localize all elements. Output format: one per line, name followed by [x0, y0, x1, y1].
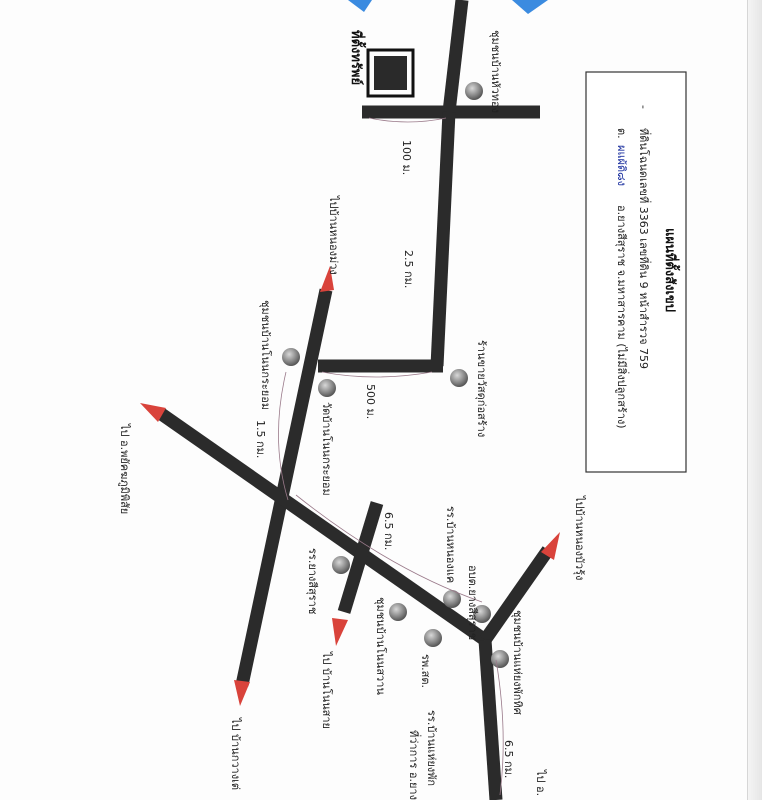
road-secondary-vertical [235, 288, 333, 687]
road-short-branch [337, 501, 384, 614]
label-subdistrict-admin: รร.บ้านแห่ยงพัก [425, 710, 438, 786]
dest-right-bottom: ไป อ. [534, 769, 547, 796]
landmark-community-right [491, 650, 509, 668]
info-line2-suffix: อ.ยางสีสุราช จ.มหาสารคาม (ไม่มีสิ่งปลูกส… [615, 205, 630, 429]
arrow-bottom-left-road [234, 680, 250, 706]
dest-bottom-left: ไป บ้านกวางเต่ [229, 717, 242, 790]
distance-25km: 2.5 กม. [402, 250, 415, 288]
label-school3: รร.ยางสีสุราช [306, 548, 319, 614]
landmark-school [443, 590, 461, 608]
bracket-100m [368, 117, 447, 123]
property-marker [366, 48, 415, 98]
landmark-community-mid [282, 348, 300, 366]
page-edge [747, 0, 762, 800]
dest-left: ไป อ.พยัคฆภูมิพิสัย [118, 423, 131, 514]
distance-500m: 500 ม. [364, 384, 377, 419]
bracket-65km-a [295, 494, 483, 603]
road-top-vertical [442, 0, 469, 113]
landmark-shop [450, 369, 468, 387]
label-office: อบต.ยางสีสุราช [466, 565, 479, 640]
bracket-500m [321, 371, 433, 378]
landmark-office [473, 605, 491, 623]
label-town-office: ที่ว่าการ อ.ยางสีสุราช [407, 730, 422, 800]
info-box [585, 71, 687, 473]
bracket-15km [278, 371, 289, 501]
label-village-community: ชุมชนบ้านโนนสวาน [374, 597, 388, 695]
road-right-down [478, 639, 503, 800]
arrow-top-road [320, 266, 334, 292]
label-hospital: รพ.สต. [419, 654, 432, 688]
label-community-top: ชุมชนบ้านหัวทอง [489, 30, 502, 113]
distance-65km-a: 6.5 กม. [382, 512, 395, 550]
road-diagonal-main [156, 407, 489, 646]
landmark-village-community [332, 556, 350, 574]
info-line1: ที่ดินโฉนดเลขที่ 3363 เลขที่ดิน 9 หน้าสำ… [637, 128, 652, 369]
info-bullet: - [637, 105, 650, 109]
info-line2-blue: ผแผ้ดิ๘ง [615, 145, 628, 186]
distance-100m: 100 ม. [400, 140, 413, 175]
distance-15km: 1.5 กม. [254, 420, 267, 458]
landmark-temple [318, 379, 336, 397]
water-body-right [512, 0, 548, 14]
label-shop: ร้านขายวัสดุก่อสร้าง [475, 340, 488, 437]
dest-right-top: ไปบ้านหนองบัวรุ้ง [573, 495, 586, 580]
road-main-vertical-top [430, 111, 456, 367]
distance-65km-b: 6.5 กม. [502, 740, 515, 778]
info-line2-prefix: ต. [615, 128, 628, 139]
dest-top: ไปบ้านหนองม่วง [327, 195, 340, 275]
landmark-community-b [389, 603, 407, 621]
arrow-right-road [541, 532, 560, 560]
property-label: ที่ตั้งทรัพย์ [348, 30, 367, 85]
label-community-right: ชุมชนบ้านแห่ยงพักทิศ [511, 610, 524, 715]
map-title: แผนที่ตั้งสังเขป [662, 228, 681, 312]
landmark-hospital [424, 629, 442, 647]
arrow-bottom-mid-road [332, 618, 348, 646]
arrow-left-road [140, 403, 166, 422]
dest-bottom-mid: ไป บ้านโนนสาย [320, 651, 334, 729]
label-community-mid: ชุมชนบ้านโนนกระยอม [259, 300, 273, 410]
road-right-up [479, 546, 554, 644]
landmark-community-top [465, 82, 483, 100]
water-body [348, 0, 372, 12]
bracket-65km-b [495, 659, 504, 796]
label-school2: รร.บ้านหนองแค [444, 506, 457, 583]
label-temple: วัดบ้านโนนกระยอม [320, 402, 334, 496]
